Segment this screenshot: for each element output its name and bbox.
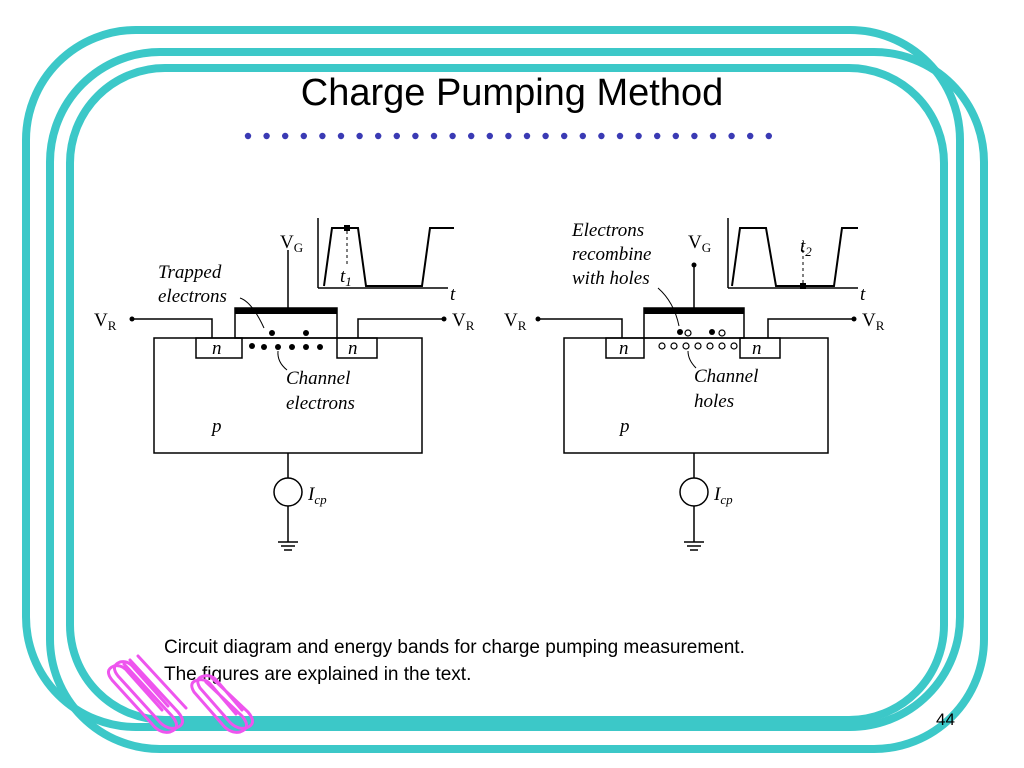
left-t1-label: t1: [340, 266, 352, 289]
right-source-label: n: [619, 338, 629, 359]
left-panel: n n p VG VR VR Trapped electrons Channel: [94, 218, 475, 551]
left-t-axis-label: t: [450, 284, 456, 305]
right-source-n: [605, 337, 645, 359]
left-gate-electrode: [235, 308, 337, 314]
page-number: 44: [936, 710, 955, 729]
right-drain-label: n: [752, 338, 762, 359]
left-vr-label-left: VR: [94, 310, 117, 333]
right-vr-label-right: VR: [862, 310, 885, 333]
right-annotation-channel: Channel holes: [694, 366, 763, 412]
right-icp-label: Icp: [713, 484, 733, 507]
left-source-label: n: [212, 338, 222, 359]
right-drain-n: [739, 337, 781, 359]
left-drain-label: n: [348, 338, 358, 359]
left-source-n: [195, 337, 243, 359]
right-p-label: p: [618, 416, 630, 437]
left-vg-label: VG: [280, 232, 303, 255]
slide-caption: Circuit diagram and energy bands for cha…: [164, 634, 924, 688]
right-vr-label-left: VR: [504, 310, 527, 333]
right-t2-label: t2: [800, 236, 812, 259]
left-vr-label-right: VR: [452, 310, 475, 333]
right-vg-label: VG: [688, 232, 711, 255]
slide-title: Charge Pumping Method: [300, 72, 724, 114]
left-drain-n: [336, 337, 378, 359]
caption-line-1: Circuit diagram and energy bands for cha…: [164, 637, 745, 658]
caption-line-2: The figures are explained in the text.: [164, 664, 472, 685]
right-panel: n n p VG VR VR Electrons recombine with …: [504, 218, 885, 551]
right-gate-electrode: [644, 308, 744, 314]
left-annotation-channel: Channel electrons: [286, 368, 355, 414]
left-icp-label: Icp: [307, 484, 327, 507]
right-annotation-recombine: Electrons recombine with holes: [571, 220, 656, 289]
right-t-axis-label: t: [860, 284, 866, 305]
left-p-label: p: [210, 416, 222, 437]
left-annotation-trapped: Trapped electrons: [158, 262, 227, 307]
charge-pumping-diagram: n n p VG VR VR Trapped electrons Channel: [94, 218, 885, 551]
